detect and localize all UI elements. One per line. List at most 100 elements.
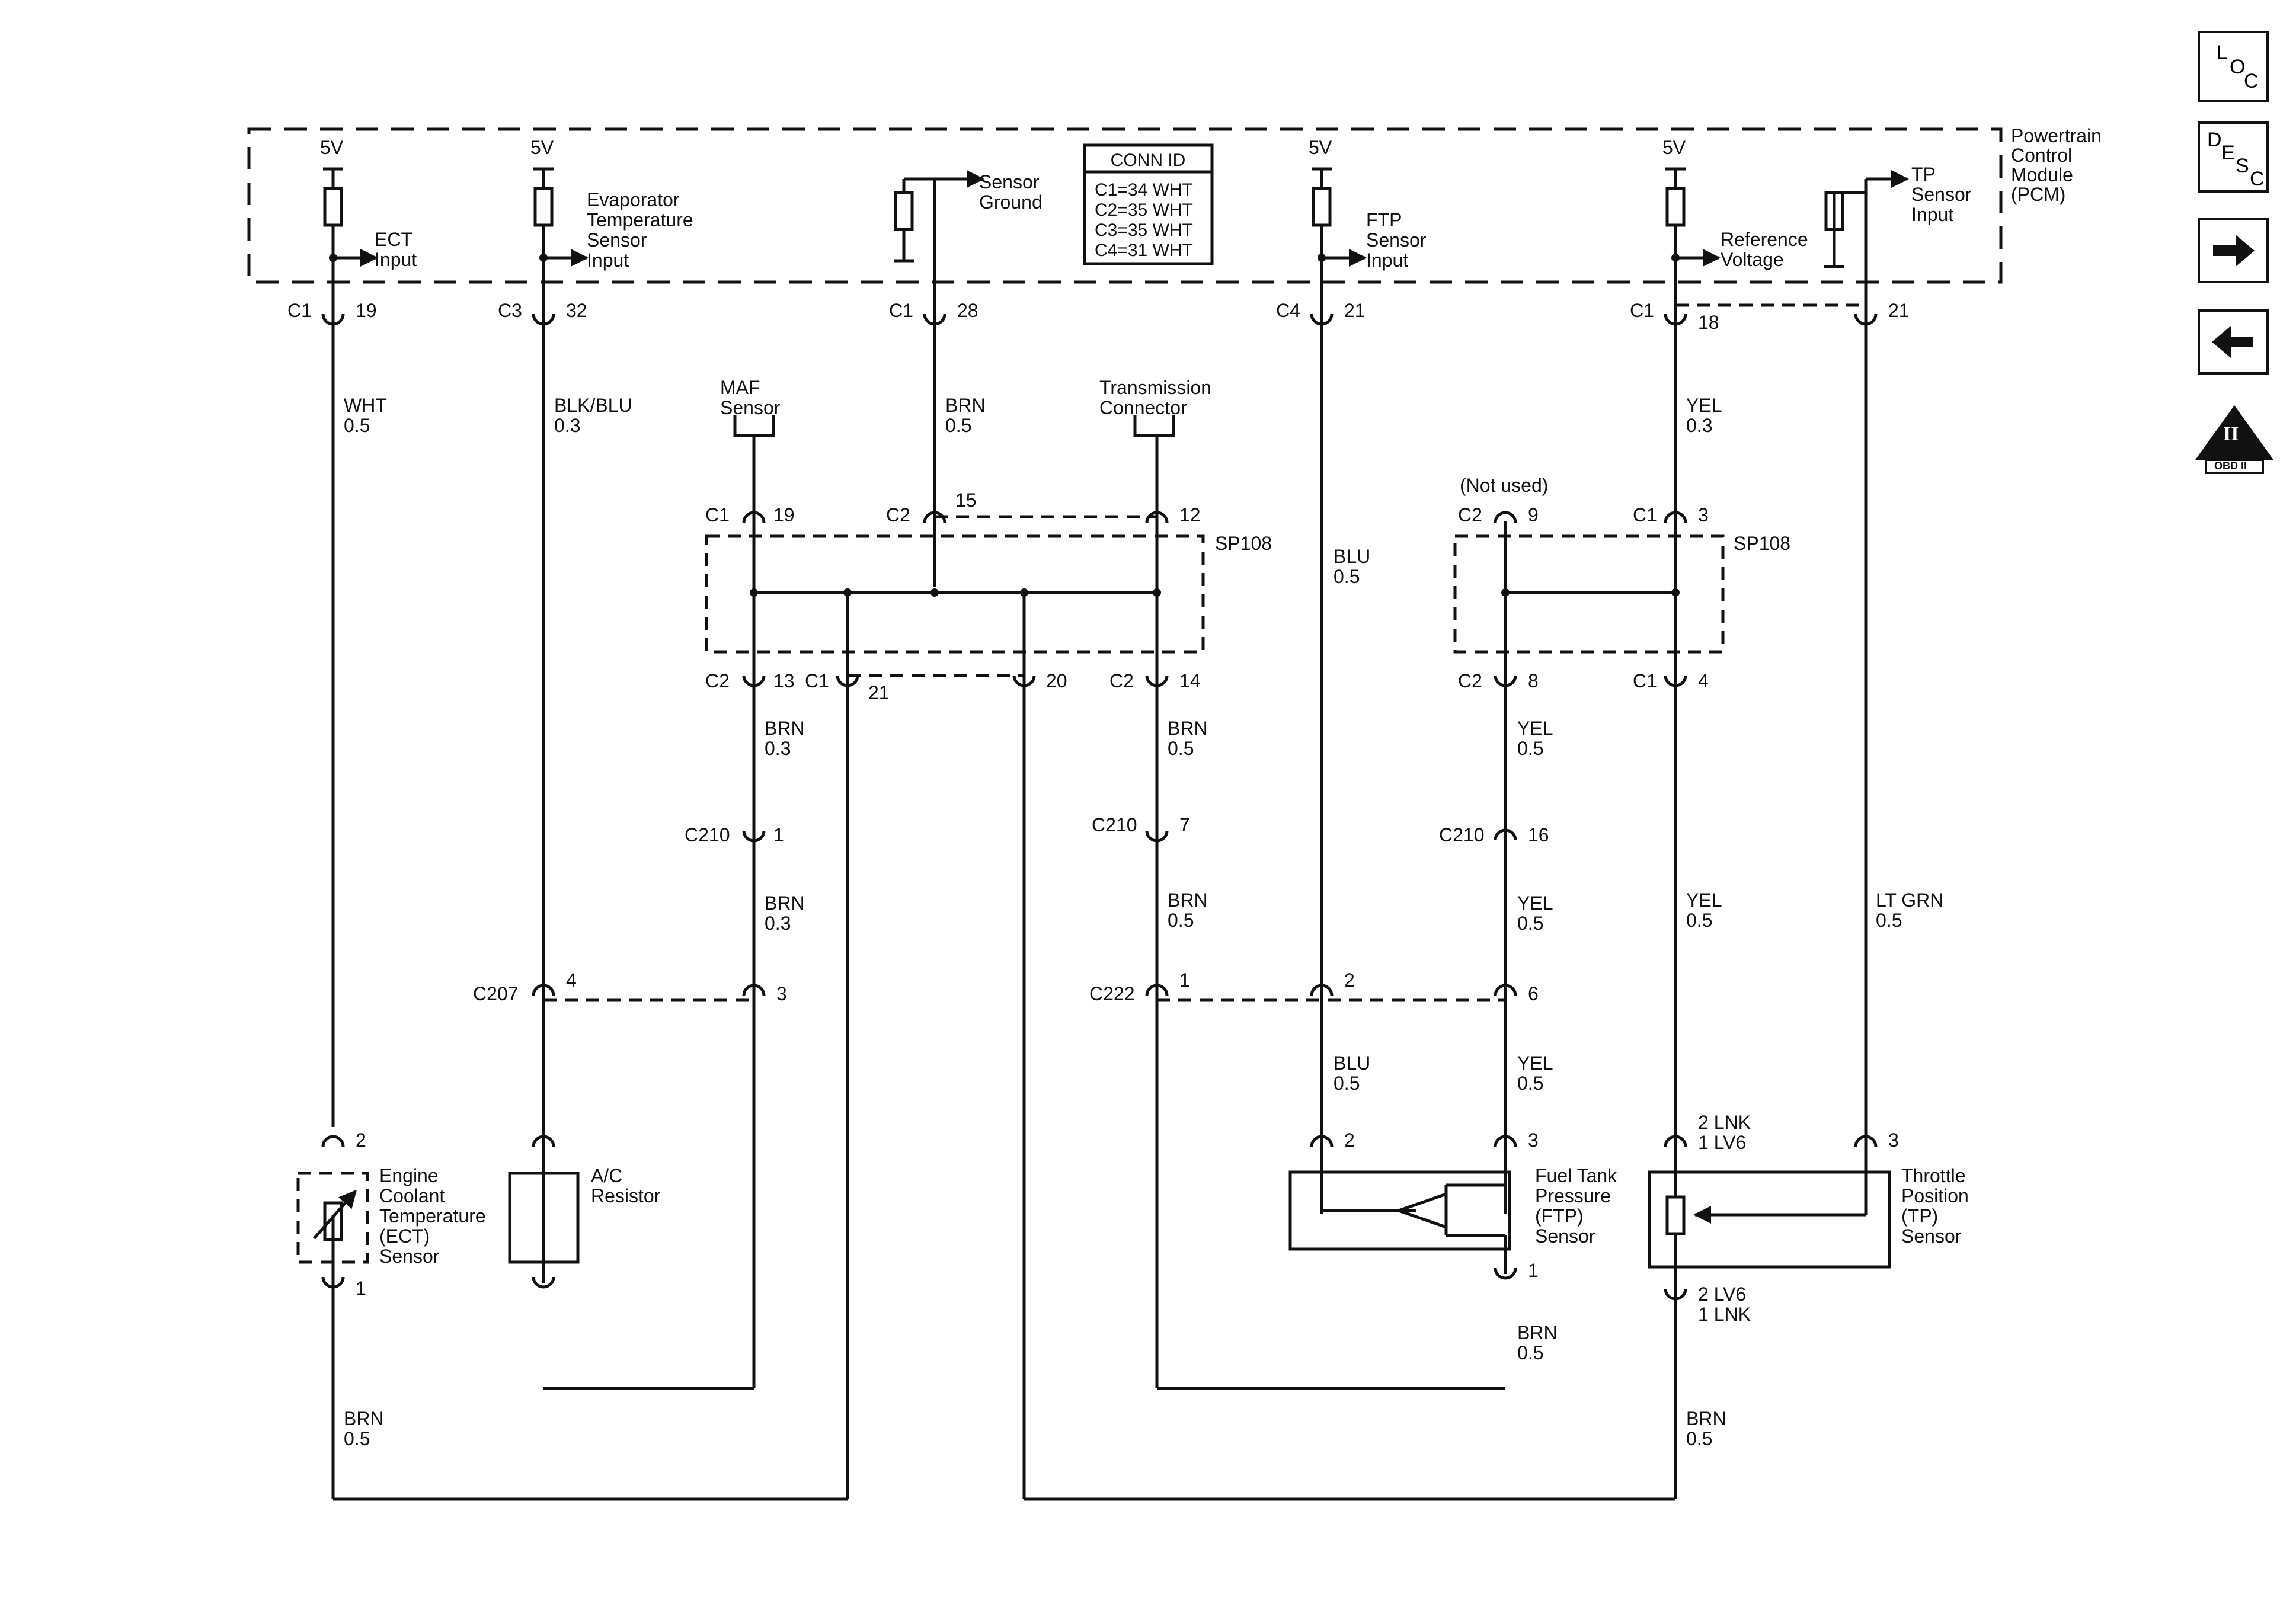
connector-label: C207 <box>473 983 519 1004</box>
pcm-pin-number: 21 <box>1344 300 1366 321</box>
pcm-pin-conn: C1 <box>287 300 312 321</box>
connector-label: C2 <box>886 504 910 526</box>
loc-letter: C <box>2244 70 2259 92</box>
connector-pin: 14 <box>1179 670 1201 692</box>
loc-letter: L <box>2217 41 2228 64</box>
desc-letter: C <box>2250 168 2265 190</box>
connector-pin: 2 <box>1344 969 1355 991</box>
pcm-pin-conn: C4 <box>1276 300 1300 321</box>
connector-label: C210 <box>685 824 730 846</box>
connector-pin: 4 <box>1698 670 1709 692</box>
connector-pin: 9 <box>1528 504 1539 526</box>
loc-letter: O <box>2230 56 2246 78</box>
desc-letter: S <box>2236 155 2249 177</box>
desc-button[interactable]: D E S C <box>2198 121 2269 193</box>
conn-id-row: C4=31 WHT <box>1095 241 1193 260</box>
loc-button[interactable]: L O C <box>2198 31 2269 102</box>
connector-pin: 7 <box>1179 814 1190 836</box>
connector-pin: 3 <box>1888 1129 1899 1151</box>
obd-ii-text: OBD II <box>2214 460 2247 472</box>
pcm-pin-number: 21 <box>1888 300 1910 321</box>
pcm-pin-conn: C3 <box>498 300 522 321</box>
not-used-label: (Not used) <box>1460 475 1548 496</box>
desc-letter: E <box>2221 142 2235 164</box>
obd-ii-numeral: II <box>2223 423 2239 445</box>
splice-box-right <box>1453 534 1725 654</box>
connector-label: C2 <box>1109 670 1134 692</box>
splice-label: SP108 <box>1734 533 1790 554</box>
connector-label: C1 <box>1633 670 1657 692</box>
connector-label: C2 <box>705 670 730 692</box>
pcm-pin-number: 19 <box>356 300 377 321</box>
connector-label: C2 <box>1458 504 1482 526</box>
forward-button[interactable] <box>2198 218 2269 283</box>
connector-pin: 2 <box>1344 1129 1355 1151</box>
connector-symbols <box>321 296 1878 1301</box>
connector-pin: 3 <box>1528 1129 1539 1151</box>
obd-ii-icon[interactable]: II OBD II <box>2193 403 2276 474</box>
conn-id-row: C3=35 WHT <box>1095 220 1193 240</box>
connector-label: C1 <box>1633 504 1657 526</box>
pcm-pin-number: 18 <box>1698 312 1719 333</box>
arrow-right-icon <box>2213 235 2255 267</box>
pcm-pin-conn: C1 <box>1630 300 1654 321</box>
connector-label: C1 <box>705 504 730 526</box>
connector-pin: 19 <box>773 504 795 526</box>
connector-pin: 20 <box>1046 670 1067 692</box>
conn-id-box <box>1083 143 1214 265</box>
connector-label: C222 <box>1089 983 1135 1004</box>
arrow-left-icon <box>2212 326 2253 358</box>
connector-label: C210 <box>1092 814 1137 836</box>
pcm-pin-number: 32 <box>566 300 587 321</box>
splice-box-left <box>705 534 1205 654</box>
connector-label: C1 <box>805 670 829 692</box>
connector-pin: 13 <box>773 670 795 692</box>
conn-id-title: CONN ID <box>1111 151 1186 170</box>
splice-label: SP108 <box>1215 533 1272 554</box>
connector-pin: 3 <box>776 983 787 1004</box>
connector-pin: 4 <box>566 969 577 991</box>
pcm-pin-conn: C1 <box>889 300 913 321</box>
connector-pin: 1 <box>773 824 784 846</box>
connector-pin: 1 <box>1179 969 1190 991</box>
conn-id-row: C2=35 WHT <box>1095 200 1193 220</box>
connector-pin: 1 <box>356 1278 366 1299</box>
supply-5v-label: 5V <box>320 137 344 158</box>
connector-pin: 3 <box>1698 504 1709 526</box>
ect-sensor-box <box>296 1172 369 1264</box>
connector-label: C2 <box>1458 670 1482 692</box>
supply-5v-label: 5V <box>1309 137 1332 158</box>
pcm-box <box>247 127 2003 284</box>
back-button[interactable] <box>2198 309 2269 375</box>
connector-pin: 12 <box>1179 504 1201 526</box>
